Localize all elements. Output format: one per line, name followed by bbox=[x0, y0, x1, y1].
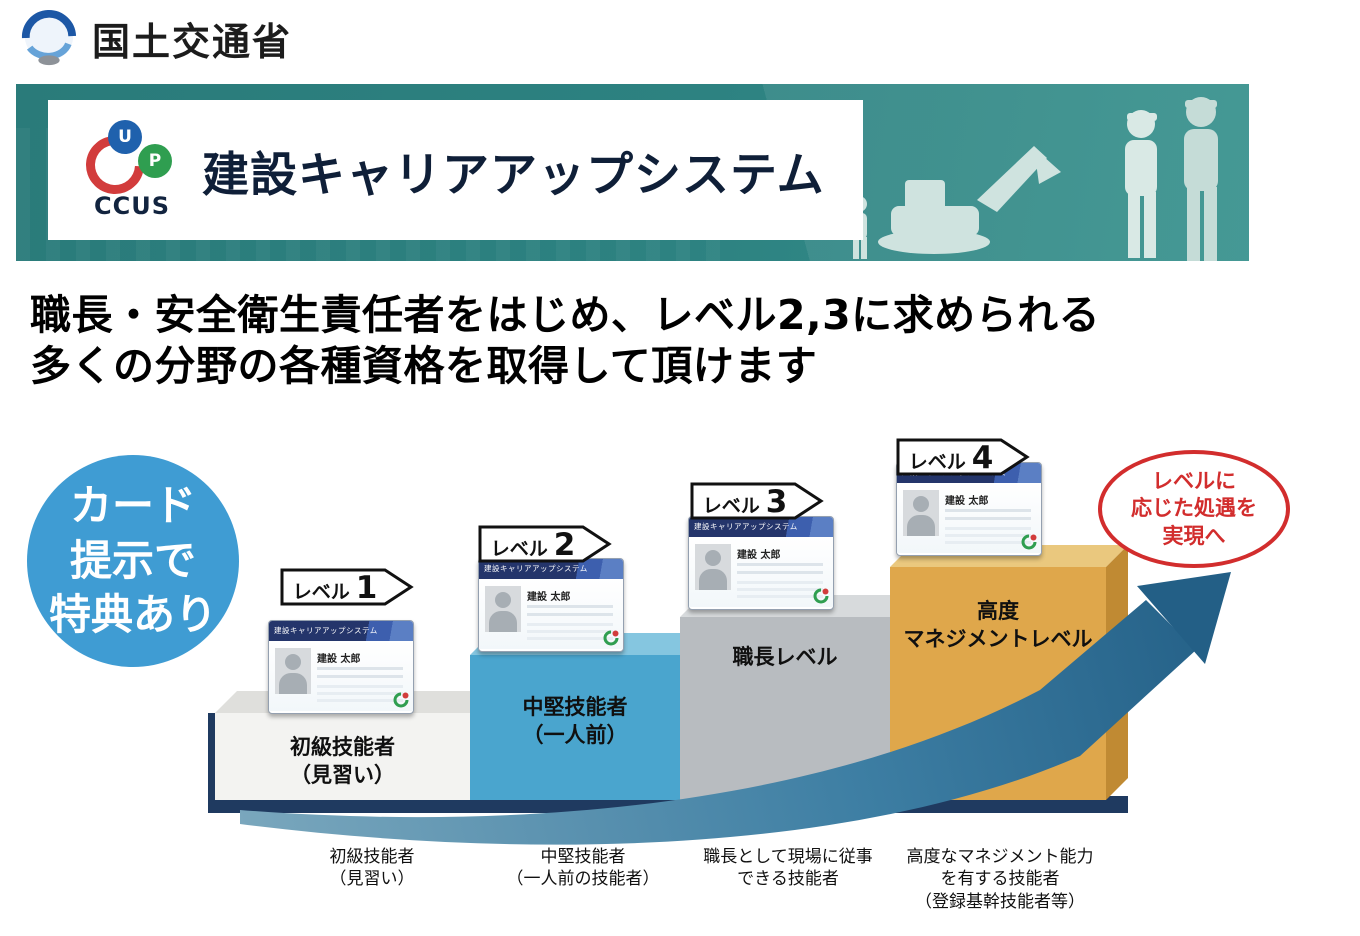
card-photo bbox=[275, 648, 311, 694]
ccus-card-level4: 建設キャリアアップシステム 建設 太郎 bbox=[896, 462, 1042, 556]
ccus-card-level2: 建設キャリアアップシステム 建設 太郎 bbox=[478, 558, 624, 652]
step1-front-face: 初級技能者 （見習い） bbox=[215, 713, 470, 800]
card-photo bbox=[695, 544, 731, 590]
card-body: 建設 太郎 bbox=[897, 483, 1041, 553]
card-detail-lines bbox=[737, 563, 823, 577]
card-body: 建設 太郎 bbox=[689, 537, 833, 607]
heading-line1: 職長・安全衛生責任者をはじめ、レベル2,3に求められる bbox=[30, 291, 1101, 339]
ccus-title-box: U P CCUS 建設キャリアアップシステム bbox=[48, 100, 863, 240]
caption-level1: 初級技能者 （見習い） bbox=[329, 847, 415, 890]
caption-level2: 中堅技能者 （一人前の技能者） bbox=[506, 847, 660, 890]
ccus-mark-icon bbox=[813, 588, 829, 604]
card-title: 建設キャリアアップシステム bbox=[269, 621, 413, 641]
step2-title: 中堅技能者 （一人前） bbox=[522, 695, 628, 748]
card-holder-name: 建設 太郎 bbox=[945, 496, 989, 507]
step4-title: 高度 マネジメントレベル bbox=[903, 599, 1093, 652]
card-detail-lines bbox=[317, 685, 403, 703]
card-detail-lines bbox=[527, 623, 613, 641]
step4-front-face: 高度 マネジメントレベル bbox=[890, 567, 1106, 800]
step1-side-face bbox=[208, 713, 215, 800]
card-detail-lines bbox=[945, 527, 1031, 545]
card-holder-name: 建設 太郎 bbox=[527, 592, 571, 603]
step4-side-face bbox=[1106, 545, 1128, 800]
ccus-mark-icon bbox=[603, 630, 619, 646]
page-heading: 職長・安全衛生責任者をはじめ、レベル2,3に求められる 多くの分野の各種資格を取… bbox=[30, 290, 1340, 392]
card-detail-lines bbox=[527, 605, 613, 619]
card-body: 建設 太郎 bbox=[269, 641, 413, 711]
card-photo bbox=[903, 490, 939, 536]
card-body: 建設 太郎 bbox=[479, 579, 623, 649]
card-detail-lines bbox=[737, 581, 823, 599]
heading-line2: 多くの分野の各種資格を取得して頂けます bbox=[30, 341, 818, 390]
card-benefit-badge: カード 提示で 特典あり bbox=[27, 455, 239, 667]
ccus-banner: U P CCUS 建設キャリアアップシステム bbox=[16, 84, 1249, 261]
caption-level3: 職長として現場に従事 できる技能者 bbox=[703, 847, 873, 890]
card-title: 建設キャリアアップシステム bbox=[689, 517, 833, 537]
ccus-p-circle-icon: P bbox=[138, 144, 172, 178]
step3-front-face: 職長レベル bbox=[680, 617, 890, 800]
mlit-logo-icon bbox=[20, 9, 78, 67]
ccus-logo-icon: U P CCUS bbox=[74, 120, 180, 220]
ccus-system-title: 建設キャリアアップシステム bbox=[202, 147, 825, 203]
card-title: 建設キャリアアップシステム bbox=[479, 559, 623, 579]
card-holder-name: 建設 太郎 bbox=[737, 550, 781, 561]
step2-front-face: 中堅技能者 （一人前） bbox=[470, 655, 680, 800]
card-detail-lines bbox=[317, 667, 403, 681]
ministry-name: 国土交通省 bbox=[92, 19, 293, 64]
ccus-card-level3: 建設キャリアアップシステム 建設 太郎 bbox=[688, 516, 834, 610]
step1-title: 初級技能者 （見習い） bbox=[290, 735, 395, 788]
site-header: 国土交通省 bbox=[20, 6, 292, 70]
caption-level4: 高度なマネジメント能力 を有する技能者 （登録基幹技能者等） bbox=[906, 847, 1094, 912]
ccus-u-circle-icon: U bbox=[108, 120, 142, 154]
card-photo bbox=[485, 586, 521, 632]
ccus-mark-icon bbox=[1021, 534, 1037, 550]
step3-title: 職長レベル bbox=[732, 645, 838, 669]
card-holder-name: 建設 太郎 bbox=[317, 654, 361, 665]
goal-oval: レベルに 応じた処遇を 実現へ bbox=[1098, 450, 1290, 568]
ccus-card-level1: 建設キャリアアップシステム 建設 太郎 bbox=[268, 620, 414, 714]
card-detail-lines bbox=[945, 509, 1031, 523]
ccus-acronym: CCUS bbox=[94, 192, 170, 220]
ccus-mark-icon bbox=[393, 692, 409, 708]
construction-silhouettes-icon bbox=[851, 97, 1218, 261]
